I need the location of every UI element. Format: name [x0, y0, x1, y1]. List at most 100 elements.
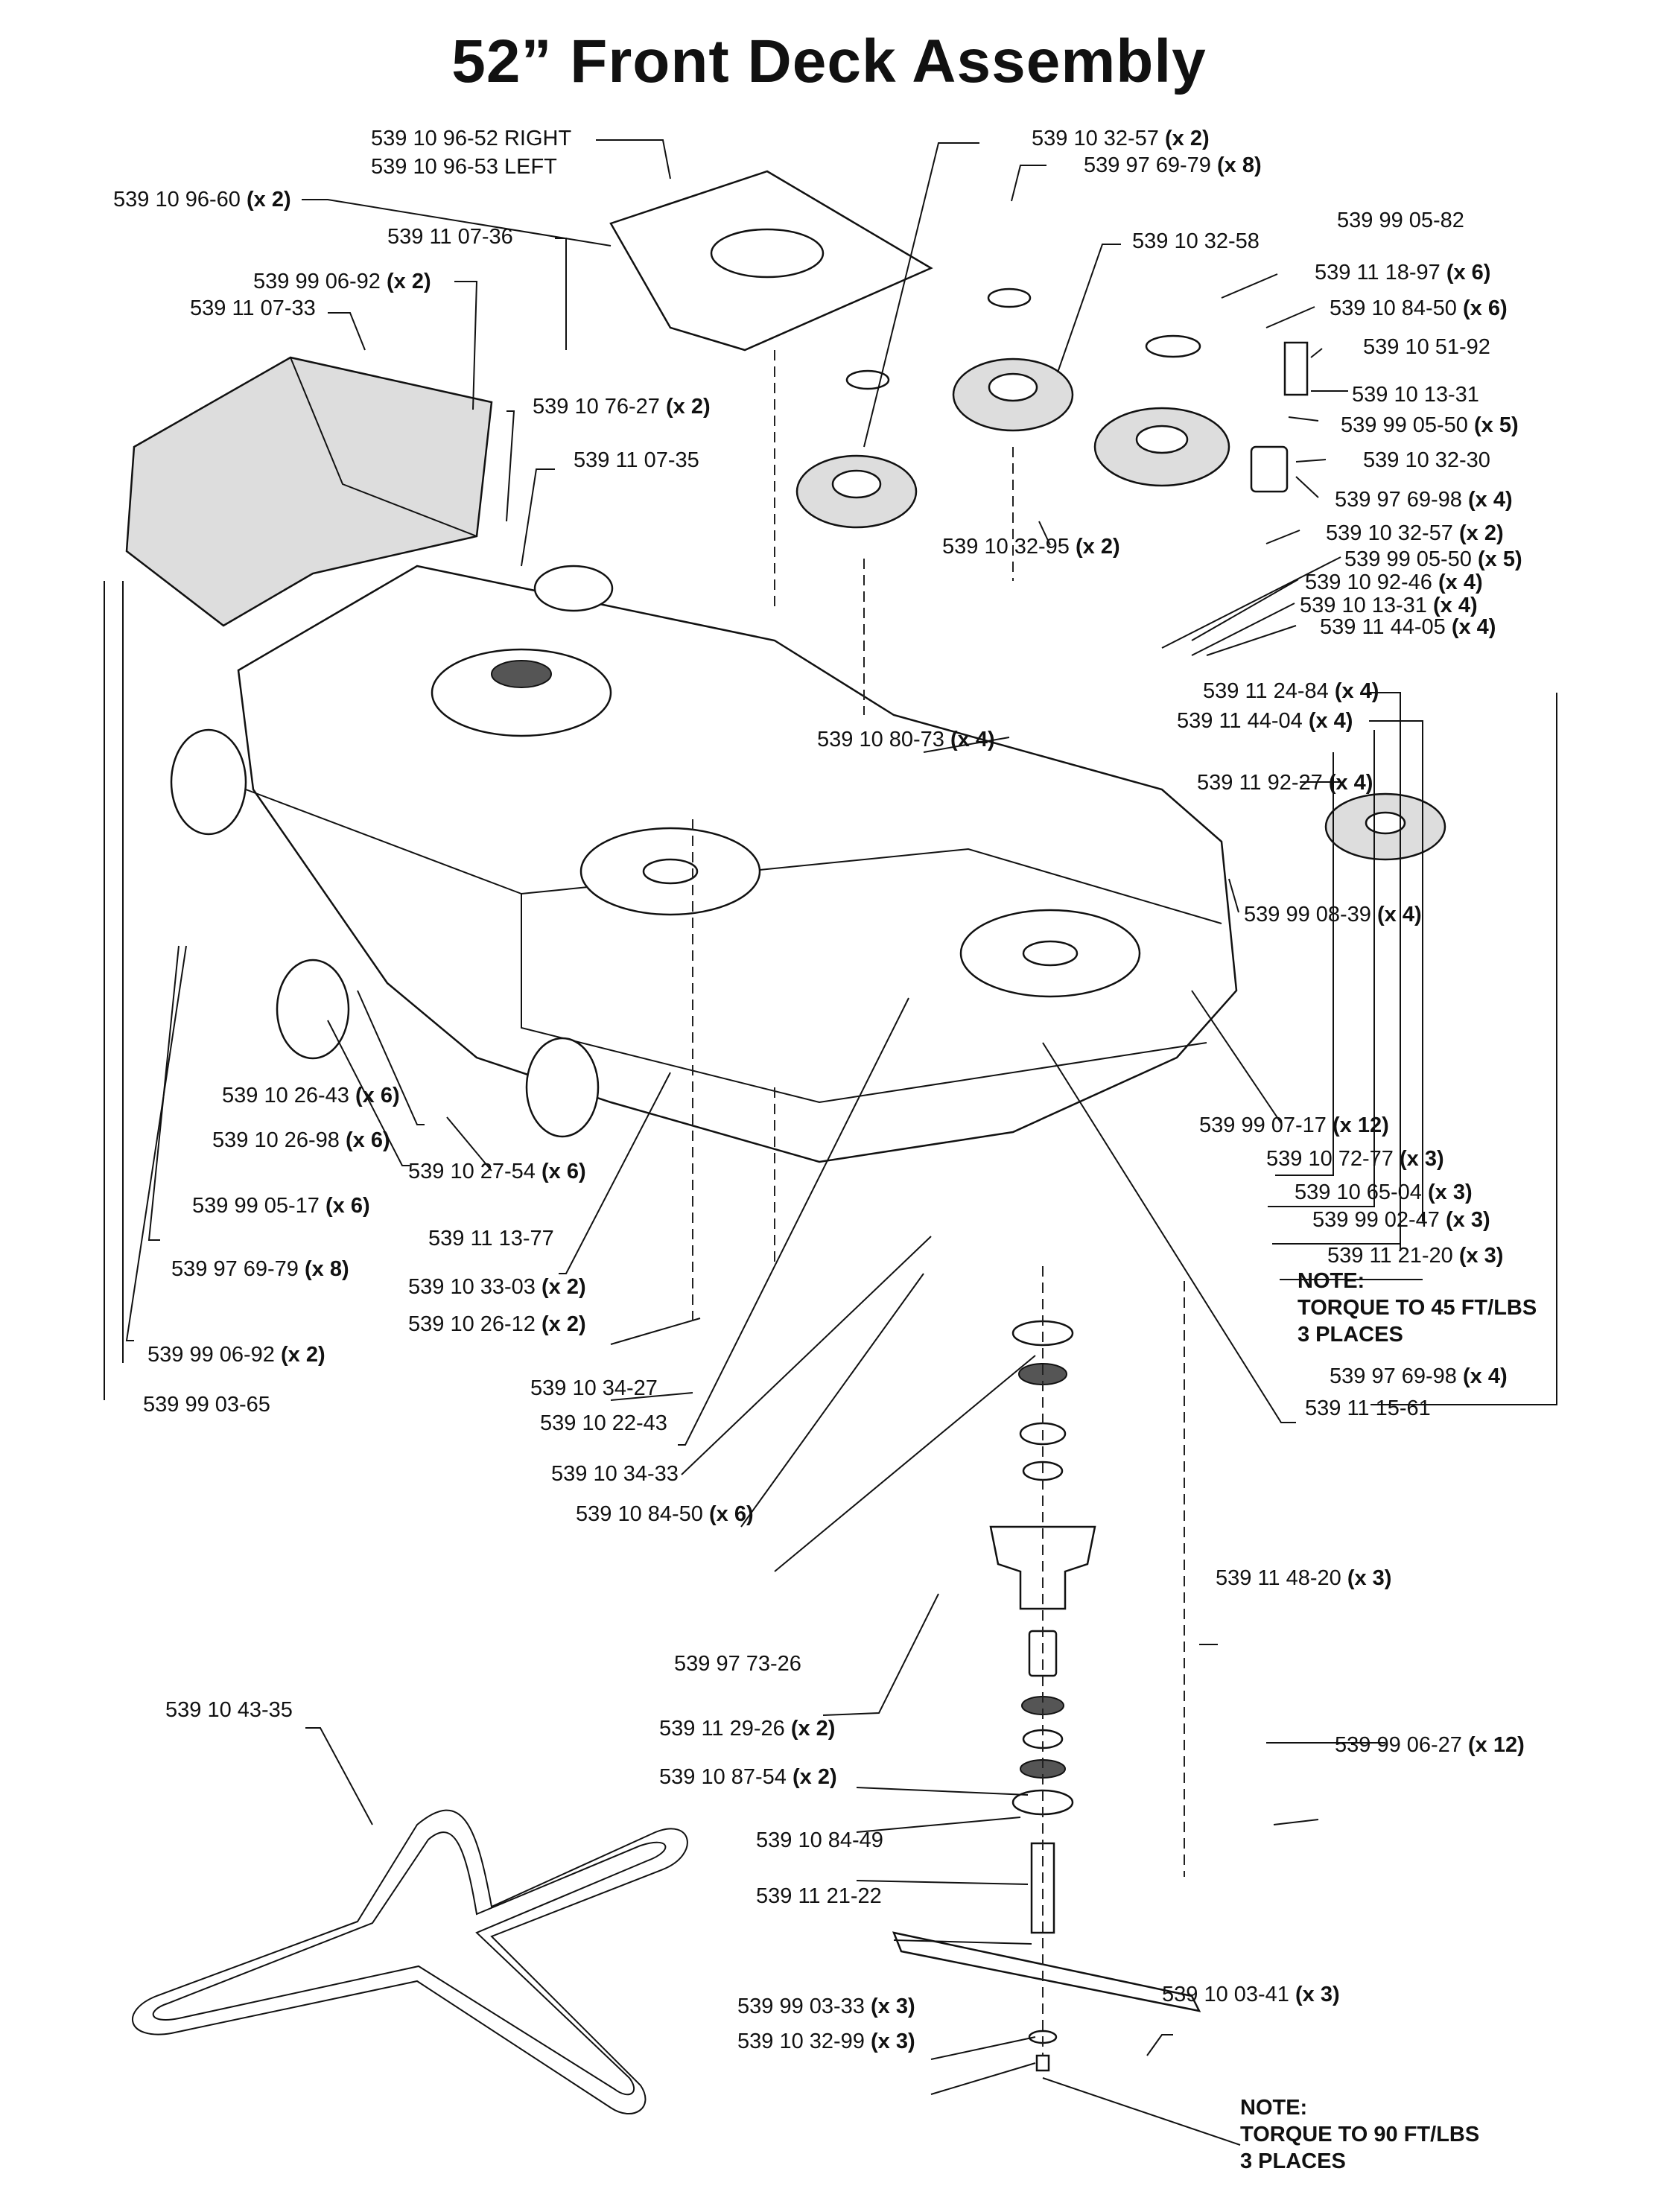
part-number: 539 11 21-20 [1327, 1244, 1453, 1268]
part-number: 539 99 02-47 [1312, 1208, 1440, 1232]
part-quantity: (x 4) [1370, 903, 1422, 927]
part-number: 539 10 32-57 [1326, 521, 1453, 545]
part-quantity: (x 4) [1302, 709, 1353, 733]
part-label: 539 97 69-79 (x 8) [171, 1257, 349, 1281]
part-label: 539 99 07-17 (x 12) [1199, 1113, 1389, 1137]
part-quantity: (x 2) [274, 1343, 325, 1367]
part-number: 539 99 07-17 [1199, 1113, 1327, 1137]
part-label: 539 10 34-27 [530, 1376, 658, 1400]
part-number: 539 10 92-46 [1305, 571, 1432, 594]
part-label: 539 10 92-46 (x 4) [1305, 571, 1483, 594]
part-number: 539 10 84-50 [1330, 296, 1457, 320]
part-number: 539 10 84-50 [576, 1502, 703, 1526]
part-number: 539 11 44-05 [1320, 615, 1446, 639]
part-number: 539 10 13-31 [1352, 383, 1479, 407]
note-line: 3 PLACES [1298, 1323, 1403, 1347]
part-number: 539 10 72-77 [1266, 1147, 1394, 1171]
part-number: 539 99 06-92 [147, 1343, 275, 1367]
part-number: 539 10 32-30 [1363, 448, 1490, 472]
part-quantity: (x 12) [1326, 1113, 1389, 1137]
part-number: 539 10 32-57 [1032, 127, 1159, 150]
pulleys [795, 287, 1446, 861]
part-number: 539 10 34-33 [551, 1462, 679, 1486]
part-number: 539 11 18-97 [1315, 261, 1441, 285]
part-label: 539 99 06-92 (x 2) [253, 270, 431, 293]
part-quantity: (x 3) [1421, 1180, 1473, 1204]
center-lines [692, 350, 1185, 2056]
part-quantity: (x 4) [1426, 594, 1478, 617]
part-quantity: (x 4) [944, 728, 995, 751]
part-number: 539 10 96-60 [113, 188, 241, 212]
part-label: 539 10 32-95 (x 2) [942, 535, 1120, 559]
part-quantity: (x 5) [1467, 413, 1519, 437]
part-number: 539 11 15-61 [1305, 1396, 1431, 1420]
part-label: 539 11 13-77 [428, 1227, 554, 1250]
part-number: 539 97 73-26 [674, 1652, 801, 1676]
discharge-chute [125, 356, 493, 627]
part-number: 539 97 69-79 [1084, 153, 1211, 177]
part-label: 539 10 65-04 (x 3) [1295, 1180, 1473, 1204]
part-quantity: (x 4) [1461, 488, 1513, 512]
part-number: 539 11 13-77 [428, 1227, 554, 1250]
part-label: 539 99 03-65 [143, 1393, 270, 1417]
part-label: 539 97 73-26 [674, 1652, 801, 1676]
part-label: 539 10 13-31 (x 4) [1300, 594, 1478, 617]
part-label: 539 99 05-17 (x 6) [192, 1194, 370, 1218]
part-label: 539 11 07-36 [387, 225, 513, 249]
part-quantity: (x 2) [1069, 535, 1120, 559]
part-number: 539 11 44-04 [1177, 709, 1303, 733]
part-number: 539 10 27-54 [408, 1160, 536, 1183]
part-number: 539 10 32-99 [737, 2030, 865, 2053]
part-label: 539 10 96-60 (x 2) [113, 188, 291, 212]
part-label: 539 10 26-12 (x 2) [408, 1312, 586, 1336]
part-number: 539 11 21-22 [756, 1884, 882, 1908]
part-label: 539 10 84-50 (x 6) [576, 1502, 754, 1526]
part-quantity: (x 5) [1471, 547, 1522, 571]
part-number: 539 10 32-58 [1132, 229, 1260, 253]
part-number: 539 10 96-52 RIGHT [371, 127, 572, 150]
part-quantity: (x 12) [1461, 1733, 1525, 1757]
part-label: 539 11 07-35 [574, 448, 699, 472]
part-label: 539 10 32-57 (x 2) [1326, 521, 1504, 545]
part-label: 539 99 02-47 (x 3) [1312, 1208, 1490, 1232]
note-line: 3 PLACES [1240, 2149, 1346, 2173]
part-label: 539 10 76-27 (x 2) [533, 395, 711, 419]
part-number: 539 11 07-36 [387, 225, 513, 249]
part-label: 539 99 06-27 (x 12) [1335, 1733, 1525, 1757]
part-label: 539 11 21-20 (x 3) [1327, 1244, 1503, 1268]
part-label: 539 10 72-77 (x 3) [1266, 1147, 1444, 1171]
spindle-stack [892, 1320, 1201, 2072]
part-label: 539 11 15-61 [1305, 1396, 1431, 1420]
part-number: 539 10 65-04 [1295, 1180, 1422, 1204]
part-number: 539 10 84-49 [756, 1828, 883, 1852]
part-quantity: (x 6) [535, 1160, 586, 1183]
part-label: 539 10 32-57 (x 2) [1032, 127, 1210, 150]
part-quantity: (x 3) [1439, 1208, 1490, 1232]
note-line: TORQUE TO 90 FT/LBS [1240, 2123, 1480, 2146]
part-label: 539 10 32-58 [1132, 229, 1260, 253]
part-label: 539 10 27-54 (x 6) [408, 1160, 586, 1183]
part-quantity: (x 8) [298, 1257, 349, 1281]
part-label: 539 99 08-39 (x 4) [1244, 903, 1422, 927]
part-number: 539 10 34-27 [530, 1376, 658, 1400]
part-label: 539 10 84-49 [756, 1828, 883, 1852]
part-quantity: (x 6) [349, 1084, 400, 1107]
part-label: 539 99 05-50 (x 5) [1341, 413, 1519, 437]
part-label: 539 10 32-30 [1363, 448, 1490, 472]
part-number: 539 99 05-82 [1337, 209, 1464, 232]
part-quantity: (x 3) [864, 2030, 915, 2053]
part-label: 539 10 33-03 (x 2) [408, 1275, 586, 1299]
part-quantity: (x 2) [784, 1717, 836, 1741]
part-number: 539 10 13-31 [1300, 594, 1427, 617]
part-number: 539 10 43-35 [165, 1698, 293, 1722]
part-quantity: (x 2) [659, 395, 711, 419]
part-label: 539 99 05-50 (x 5) [1344, 547, 1522, 571]
part-label: 539 11 44-05 (x 4) [1320, 615, 1496, 639]
part-label: 539 11 92-27 (x 4) [1197, 771, 1373, 795]
part-label: 539 97 69-79 (x 8) [1084, 153, 1262, 177]
part-number: 539 99 05-50 [1341, 413, 1468, 437]
part-label: 539 97 69-98 (x 4) [1335, 488, 1513, 512]
